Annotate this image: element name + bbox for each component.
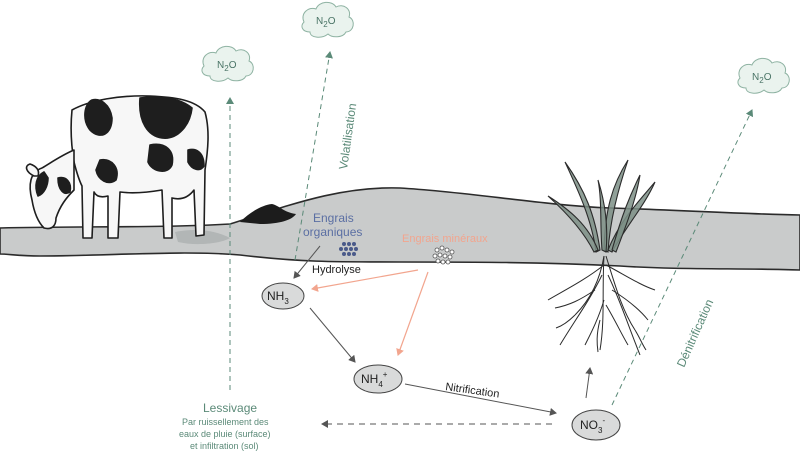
label-lessivage: Lessivage — [203, 401, 257, 415]
node-nh3: NH3 — [261, 282, 305, 310]
mineral-to-nh3-arrow — [311, 269, 419, 292]
node-nh4: NH4+ — [353, 364, 403, 394]
hydrolyse-arrow — [293, 245, 321, 279]
volatilisation-arrow — [294, 51, 333, 261]
label-volatilisation: Volatilisation — [336, 102, 359, 170]
label-engrais-organiques-2: organiques — [303, 225, 362, 239]
soil-dark-patch — [175, 230, 230, 245]
label-denitrification: Dénitrification — [674, 297, 716, 369]
n2o-cloud-left: N2O — [201, 45, 254, 82]
plant-illustration — [547, 159, 656, 356]
manure-pile — [240, 204, 296, 224]
n2o-cloud-mid: N2O — [301, 1, 354, 38]
label-hydrolyse: Hydrolyse — [312, 264, 361, 276]
nh3-to-nh4-arrow — [309, 307, 356, 363]
label-lessivage-desc-2: eaux de pluie (surface) — [179, 429, 271, 439]
cow-illustration — [25, 95, 209, 239]
mineral-to-nh4-arrow — [396, 271, 429, 356]
svg-text:N2O: N2O — [316, 16, 336, 29]
label-lessivage-desc-1: Par ruissellement des — [182, 417, 269, 427]
label-lessivage-desc-3: et infiltration (sol) — [190, 441, 259, 451]
label-engrais-organiques-1: Engrais — [313, 211, 354, 225]
organic-pellets — [339, 242, 358, 256]
denitrification-arrow — [611, 109, 754, 406]
n2o-cloud-right: N2O — [737, 57, 790, 94]
svg-text:N2O: N2O — [752, 72, 772, 85]
svg-text:N2O: N2O — [217, 60, 237, 73]
node-no3: NO3- — [571, 409, 621, 441]
nitrification-arrow — [404, 383, 557, 416]
label-engrais-mineraux: Engrais minéraux — [402, 233, 488, 245]
svg-text:NH4+: NH4+ — [361, 370, 388, 389]
label-nitrification: Nitrification — [445, 381, 501, 400]
no3-to-plant-arrow — [585, 367, 594, 399]
svg-text:NO3-: NO3- — [580, 416, 605, 435]
svg-text:NH3: NH3 — [267, 289, 289, 306]
mineral-pellets — [432, 245, 455, 265]
